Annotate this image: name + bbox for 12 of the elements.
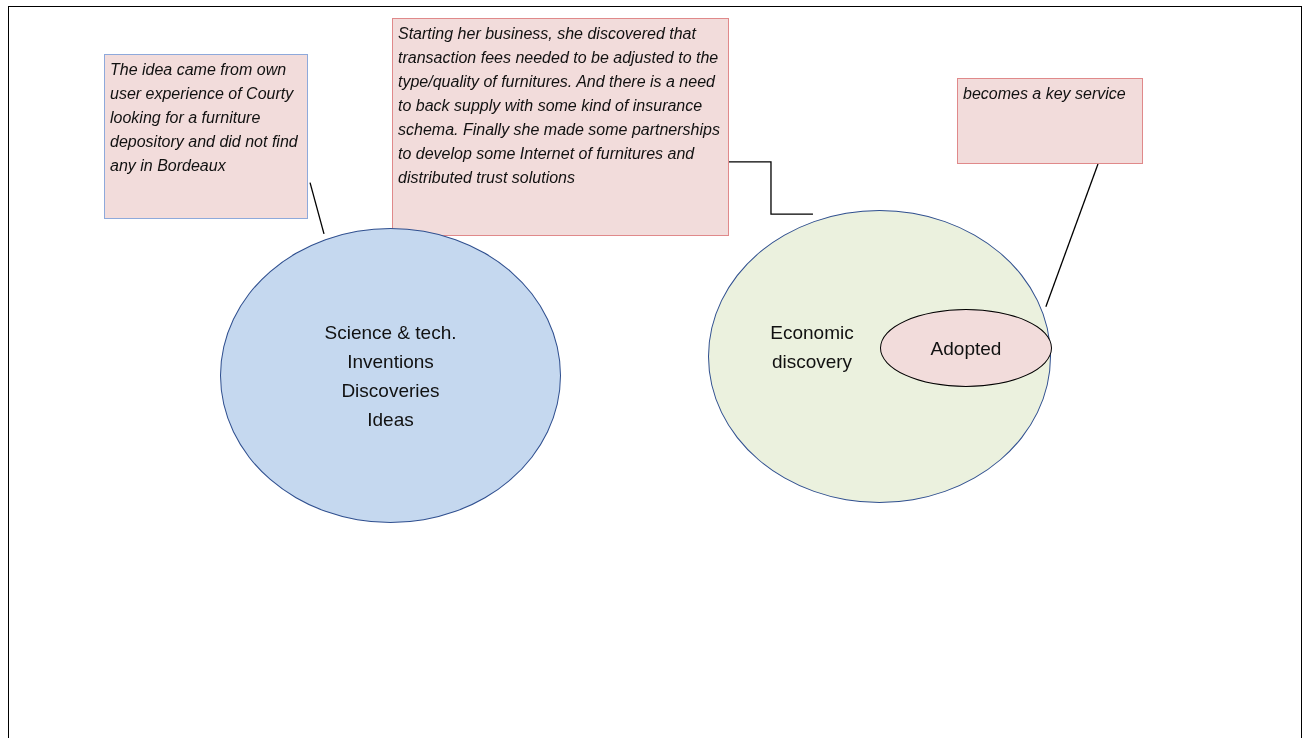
ellipse-label: Economic discovery bbox=[769, 320, 855, 374]
leader-line bbox=[728, 161, 814, 215]
ellipse-label: Science & tech. bbox=[324, 320, 457, 345]
ellipse-label: Inventions bbox=[347, 349, 434, 374]
ellipse-label: Discoveries bbox=[341, 378, 440, 403]
ellipse-label: Ideas bbox=[367, 407, 414, 432]
leader-line bbox=[309, 182, 325, 235]
leader-line bbox=[1045, 163, 1099, 308]
ellipse-label: Adopted bbox=[930, 336, 1002, 361]
callout-box: Starting her business, she discovered that transaction fees needed to be adjusted to the type/quality of furnitures. And there is a need to back supply with some kind of insurance schema. Finally she made some partnerships to develop some Internet of furnitures and distributed trust solutions bbox=[392, 18, 729, 236]
callout-box: The idea came from own user experience of Courty looking for a furniture depository and did not find any in Bordeaux bbox=[104, 54, 308, 219]
callout-box: becomes a key service bbox=[957, 78, 1143, 164]
